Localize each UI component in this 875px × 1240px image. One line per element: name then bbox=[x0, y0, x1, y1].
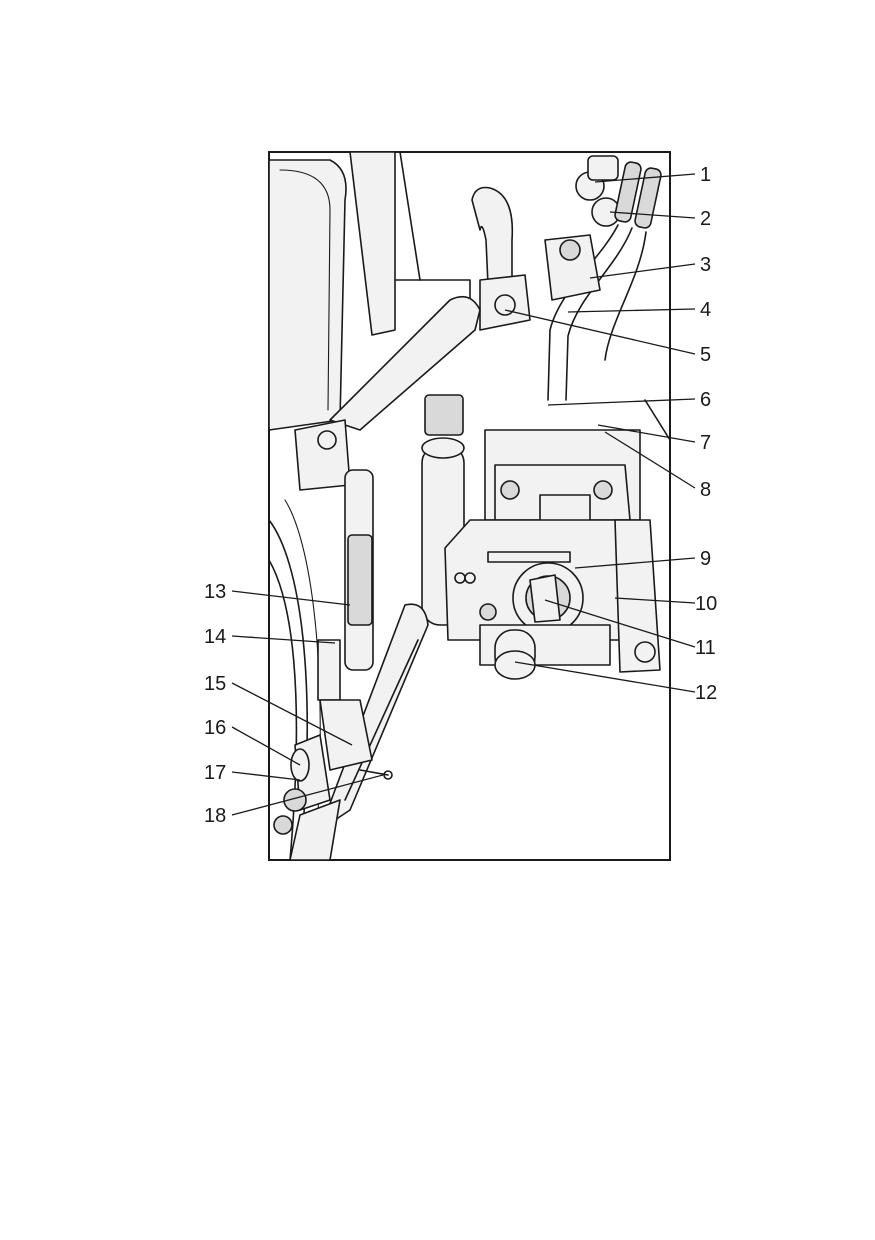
callout-12: 12 bbox=[695, 682, 717, 704]
callout-2: 2 bbox=[700, 208, 711, 230]
leader-10 bbox=[614, 597, 696, 604]
right-housing bbox=[614, 399, 670, 673]
leader-2 bbox=[609, 211, 696, 219]
control-valve bbox=[544, 234, 601, 301]
leader-5 bbox=[504, 309, 696, 355]
lift-rod bbox=[317, 469, 374, 701]
callout-16: 16 bbox=[204, 717, 226, 739]
leader-9 bbox=[574, 557, 696, 569]
leader-16 bbox=[231, 726, 301, 766]
leader-14 bbox=[231, 635, 336, 644]
callout-11: 11 bbox=[695, 637, 716, 659]
leader-4 bbox=[567, 308, 696, 313]
callout-18: 18 bbox=[204, 805, 226, 827]
leader-18 bbox=[231, 774, 384, 816]
callout-7: 7 bbox=[700, 432, 711, 454]
callout-3: 3 bbox=[700, 254, 711, 276]
leader-lines bbox=[231, 173, 696, 816]
callout-9: 9 bbox=[700, 548, 711, 570]
callout-4: 4 bbox=[700, 299, 711, 321]
leader-12 bbox=[514, 661, 696, 693]
leader-15 bbox=[231, 682, 353, 746]
callout-13: 13 bbox=[204, 581, 226, 603]
callout-15: 15 bbox=[204, 673, 226, 695]
callout-1: 1 bbox=[700, 164, 711, 186]
callout-10: 10 bbox=[695, 593, 717, 615]
leader-11 bbox=[544, 599, 696, 648]
hitch-hook bbox=[471, 186, 531, 331]
callout-8: 8 bbox=[700, 479, 711, 501]
leader-13 bbox=[231, 590, 351, 606]
lift-arm bbox=[294, 295, 481, 491]
leader-1 bbox=[594, 173, 696, 183]
callout-5: 5 bbox=[700, 344, 711, 366]
leader-17 bbox=[231, 771, 301, 781]
pto-housing bbox=[444, 429, 641, 680]
leader-7 bbox=[597, 424, 696, 443]
callout-labels: 1 2 3 4 5 6 7 8 9 10 11 12 13 14 15 16 1… bbox=[204, 164, 717, 827]
callout-17: 17 bbox=[204, 762, 226, 784]
callout-14: 14 bbox=[204, 626, 226, 648]
callout-6: 6 bbox=[700, 389, 711, 411]
leader-6 bbox=[547, 398, 696, 406]
leader-3 bbox=[589, 263, 696, 279]
leader-8 bbox=[604, 431, 696, 489]
